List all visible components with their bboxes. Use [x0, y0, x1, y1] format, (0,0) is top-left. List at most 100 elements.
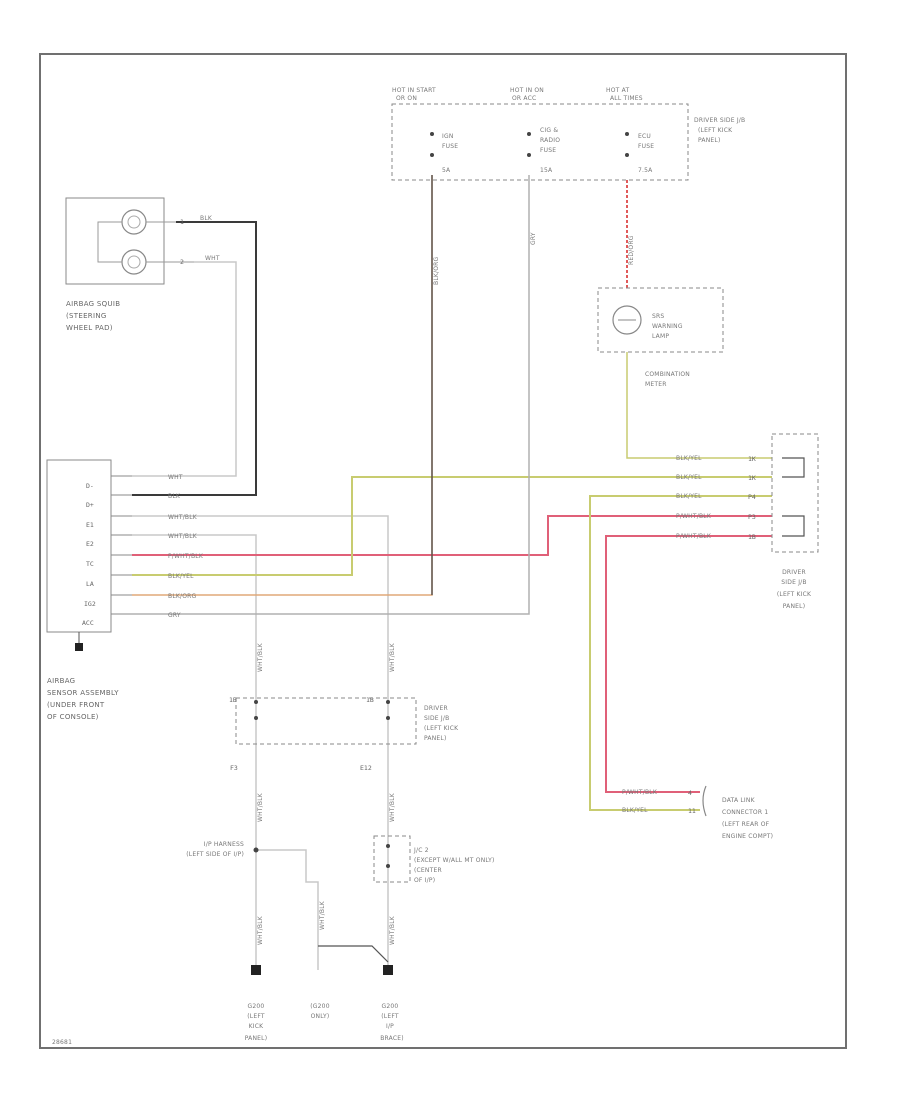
- jb-right-box: [771, 433, 819, 553]
- svg-text:1B: 1B: [748, 533, 756, 541]
- svg-text:P3: P3: [748, 513, 756, 521]
- wire-label-dlc-bottom: BLK/YEL: [622, 807, 648, 814]
- wire-label-squib-1: BLK: [200, 215, 213, 222]
- svg-text:P/WHT/BLK: P/WHT/BLK: [676, 513, 712, 520]
- svg-text:IG2: IG2: [84, 600, 96, 608]
- svg-text:1K: 1K: [748, 474, 756, 482]
- wire-squib-1: [132, 221, 257, 496]
- corner-code: 28681: [52, 1039, 72, 1046]
- wire-e2: [132, 534, 257, 972]
- wire-label-ign-feed: BLK/ORG: [433, 256, 440, 285]
- svg-text:LA: LA: [86, 580, 94, 588]
- wire-dlc-bottom: [589, 495, 772, 811]
- sensor-pins: D- D+ E1 E2 TC LA IG2 ACC: [82, 482, 96, 627]
- wire-label-e1-lower: WHT/BLK: [389, 792, 396, 822]
- srs-warning-lamp-icon: [612, 305, 642, 335]
- jb-middle-pin-1: 1B: [229, 696, 237, 704]
- svg-text:TC: TC: [86, 560, 94, 568]
- svg-text:WHT/BLK: WHT/BLK: [168, 533, 198, 540]
- wire-dlc-top: [605, 535, 772, 793]
- wire-label-e1-bottom: WHT/BLK: [389, 915, 396, 945]
- wire-ip-branch: [256, 849, 319, 970]
- svg-text:D-: D-: [86, 482, 94, 490]
- wire-label-ip-branch: WHT/BLK: [319, 900, 326, 930]
- wire-squib-2: [132, 261, 237, 477]
- wire-tc: [132, 515, 772, 556]
- diagram-frame: [39, 53, 847, 1049]
- jb-middle-pin-2: 1B: [366, 696, 374, 704]
- svg-text:WHT/BLK: WHT/BLK: [168, 514, 198, 521]
- wire-ig2: [132, 175, 433, 596]
- squib-pin-2: 2: [180, 258, 184, 266]
- jb-right-pins: 1K 1K P4 P3 1B: [748, 455, 756, 541]
- jb-right-bridge-2: [782, 515, 805, 537]
- ip-harness-splice: [253, 847, 259, 853]
- svg-text:BLK/YEL: BLK/YEL: [676, 455, 702, 462]
- dlc-connector-icon: [702, 785, 707, 817]
- wire-label-ecu-feed: RED/ORG: [628, 235, 635, 265]
- wire-label-e2-bottom: WHT/BLK: [257, 915, 264, 945]
- svg-text:ACC: ACC: [82, 619, 94, 627]
- wire-g-bridge: [318, 945, 389, 963]
- svg-text:BLK: BLK: [168, 493, 181, 500]
- wire-label-dlc-top: P/WHT/BLK: [622, 789, 658, 796]
- ground-right-icon: [383, 965, 393, 975]
- squib-connector-2: [121, 249, 147, 275]
- svg-text:P/WHT/BLK: P/WHT/BLK: [676, 533, 712, 540]
- wire-label-cig-feed: GRY: [530, 232, 537, 245]
- jb-middle-pin-f3: F3: [230, 764, 238, 772]
- svg-text:D+: D+: [86, 501, 94, 509]
- combination-meter-box: [597, 287, 724, 353]
- wire-acc: [132, 175, 530, 615]
- jb-right-bridge-1: [782, 457, 805, 478]
- jc2-box: [373, 835, 411, 883]
- squib-connector-1: [121, 209, 147, 235]
- svg-text:P/WHT/BLK: P/WHT/BLK: [168, 553, 204, 560]
- jb-right-wire-labels: BLK/YEL BLK/YEL BLK/YEL P/WHT/BLK P/WHT/…: [676, 455, 712, 540]
- svg-text:BLK/YEL: BLK/YEL: [676, 474, 702, 481]
- svg-text:E2: E2: [86, 540, 94, 548]
- ground-left-icon: [251, 965, 261, 975]
- jb-middle-box: [235, 697, 417, 745]
- wire-label-e2-down: WHT/BLK: [257, 642, 264, 672]
- svg-text:BLK/YEL: BLK/YEL: [168, 573, 194, 580]
- dlc-pin-4: 4: [688, 789, 692, 797]
- fuse-box-top: [391, 103, 689, 181]
- sensor-pin-stubs: [111, 475, 132, 615]
- svg-text:WHT: WHT: [168, 474, 183, 481]
- svg-text:BLK/YEL: BLK/YEL: [676, 493, 702, 500]
- svg-text:P4: P4: [748, 493, 756, 501]
- wire-lamp-out: [626, 352, 772, 459]
- jb-middle-pin-e12: E12: [360, 764, 372, 772]
- airbag-squib-box: [65, 197, 165, 285]
- sensor-ground-icon: [75, 643, 83, 651]
- wire-label-squib-2: WHT: [205, 255, 220, 262]
- airbag-sensor-box: [46, 459, 112, 633]
- dlc-pin-11: 11: [688, 807, 696, 815]
- squib-pin-1: 1: [180, 218, 184, 226]
- svg-text:GRY: GRY: [168, 612, 181, 619]
